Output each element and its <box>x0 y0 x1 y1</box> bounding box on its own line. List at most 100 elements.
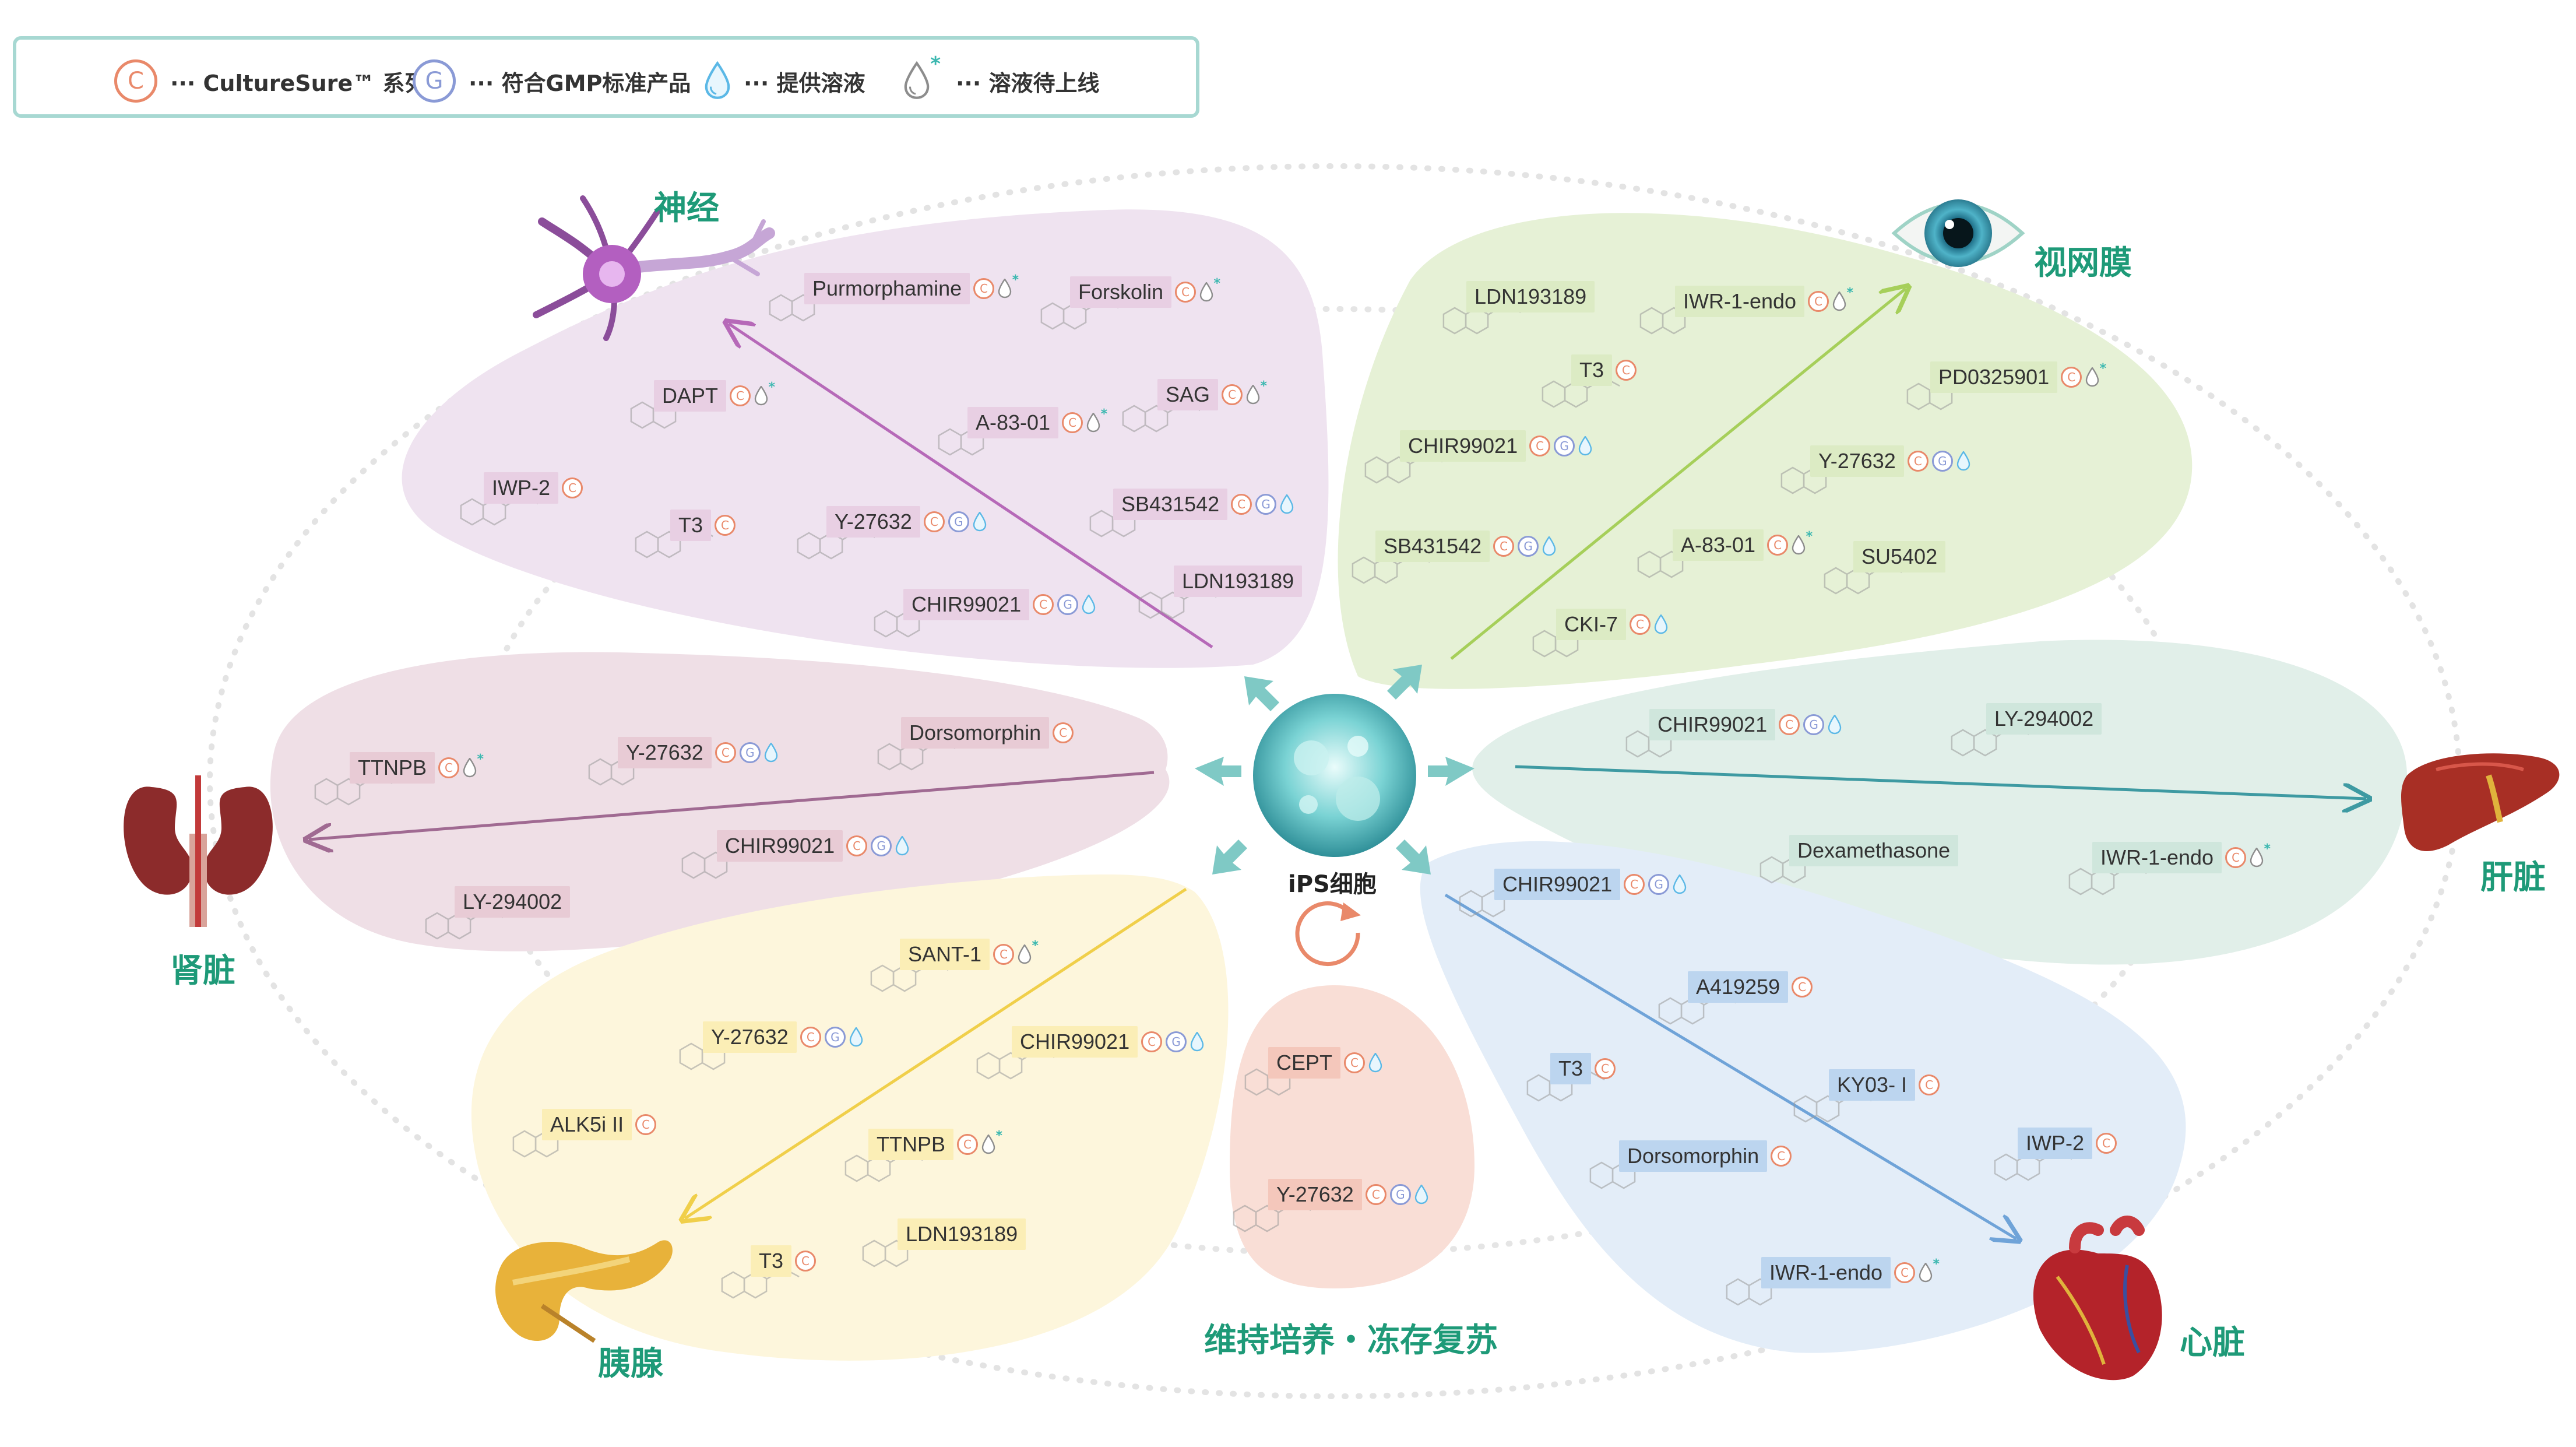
compound-name: IWP-2 <box>484 472 559 504</box>
compound-name: T3 <box>1550 1053 1592 1084</box>
compound-name: IWP-2 <box>2018 1128 2093 1159</box>
culturesure-c-icon: C <box>1767 535 1789 556</box>
asterisk-icon: * <box>1933 1257 1940 1272</box>
compound-name: Y-27632 <box>703 1021 797 1053</box>
liver-label: 肝脏 <box>2480 859 2546 897</box>
pancreas-petal <box>471 874 1229 1361</box>
compound-name: A419259 <box>1688 971 1789 1003</box>
culturesure-c-icon: C <box>2061 367 2082 388</box>
culturesure-c-icon: C <box>846 835 868 856</box>
compound-name: DAPT <box>654 380 727 412</box>
compound-name: TTNPB <box>868 1129 954 1160</box>
compound-name: IWR-1-endo <box>2092 842 2222 873</box>
refresh-loop-icon <box>1295 901 1361 967</box>
compound-name: LY-294002 <box>455 886 571 918</box>
culturesure-c-icon: C <box>1624 874 1645 895</box>
compound-chip-k5: LY-294002 <box>455 886 571 918</box>
culturesure-c-icon: C <box>635 1114 657 1135</box>
compound-name: IWR-1-endo <box>1761 1257 1891 1288</box>
ips-cell-image <box>1253 694 1416 857</box>
compound-name: SAG <box>1157 379 1219 410</box>
solution-drop-icon <box>849 1027 863 1047</box>
compound-name: ALK5i II <box>542 1109 632 1140</box>
compound-name: TTNPB <box>350 752 435 784</box>
compound-name: T3 <box>751 1245 792 1277</box>
culturesure-c-icon: C <box>800 1027 821 1048</box>
compound-chip-n10: LDN193189 <box>1174 566 1303 597</box>
culturesure-c-icon: C <box>1808 291 1829 312</box>
eye-image <box>1891 199 2025 267</box>
culturesure-c-icon: C <box>1231 494 1252 515</box>
maintenance-label: 维持培养・冻存复苏 <box>1204 1322 1498 1360</box>
compound-name: CKI-7 <box>1556 609 1627 640</box>
pancreas-label: 胰腺 <box>598 1345 663 1383</box>
asterisk-icon: * <box>1260 379 1268 394</box>
culturesure-c-icon: C <box>715 742 736 763</box>
asterisk-icon: * <box>2099 361 2107 376</box>
solution-coming-drop-icon: * <box>1792 529 1813 555</box>
compound-name: Dexamethasone <box>1789 835 1959 866</box>
ips-cell-label: iPS细胞 <box>1288 871 1377 898</box>
culturesure-c-icon: C <box>1175 282 1196 303</box>
solution-coming-drop-icon: * <box>1018 939 1039 964</box>
solution-drop-icon <box>1542 536 1556 556</box>
compound-name: KY03- I <box>1829 1069 1916 1101</box>
culturesure-c-icon: C <box>1365 1184 1386 1205</box>
solution-drop-icon <box>1578 436 1592 456</box>
asterisk-icon: * <box>1213 276 1221 291</box>
culturesure-c-icon: C <box>923 511 945 532</box>
gmp-g-icon: G <box>739 742 761 763</box>
compound-name: LDN193189 <box>1466 281 1595 312</box>
solution-drop-icon <box>1956 451 1970 471</box>
asterisk-icon: * <box>768 380 776 395</box>
compound-name: LY-294002 <box>1986 703 2102 735</box>
compound-name: Y-27632 <box>1810 445 1904 477</box>
culturesure-c-icon: C <box>993 944 1015 965</box>
culturesure-c-icon: C <box>730 385 751 406</box>
compound-name: Forskolin <box>1070 276 1172 308</box>
solution-drop-icon <box>1654 614 1668 634</box>
asterisk-icon: * <box>1032 939 1039 953</box>
gmp-g-icon: G <box>413 59 456 103</box>
compound-name: CHIR99021 <box>1494 869 1621 900</box>
culturesure-c-icon: C <box>1033 594 1054 615</box>
culturesure-c-icon: C <box>2096 1133 2117 1154</box>
solution-drop-icon <box>895 836 909 856</box>
compound-name: CHIR99021 <box>1012 1026 1138 1058</box>
legend-item-culturesure: C ··· CultureSure™ 系列 <box>114 59 427 103</box>
arrow-to-pancreas <box>685 887 1187 1218</box>
compound-name: CEPT <box>1268 1047 1341 1079</box>
gmp-g-icon: G <box>1166 1031 1187 1052</box>
compound-name: IWR-1-endo <box>1675 286 1805 317</box>
solution-coming-drop-icon: * <box>1199 276 1220 302</box>
culturesure-c-icon: C <box>114 59 157 103</box>
heart-label: 心脏 <box>2180 1324 2245 1362</box>
culturesure-c-icon: C <box>1053 722 1074 743</box>
compound-name: Y-27632 <box>826 506 920 538</box>
neural-label: 神经 <box>654 189 719 227</box>
compound-name: T3 <box>1571 354 1613 386</box>
compound-name: Y-27632 <box>618 737 712 768</box>
solution-drop-icon <box>1280 494 1294 514</box>
solution-coming-drop-icon: * <box>903 52 941 101</box>
